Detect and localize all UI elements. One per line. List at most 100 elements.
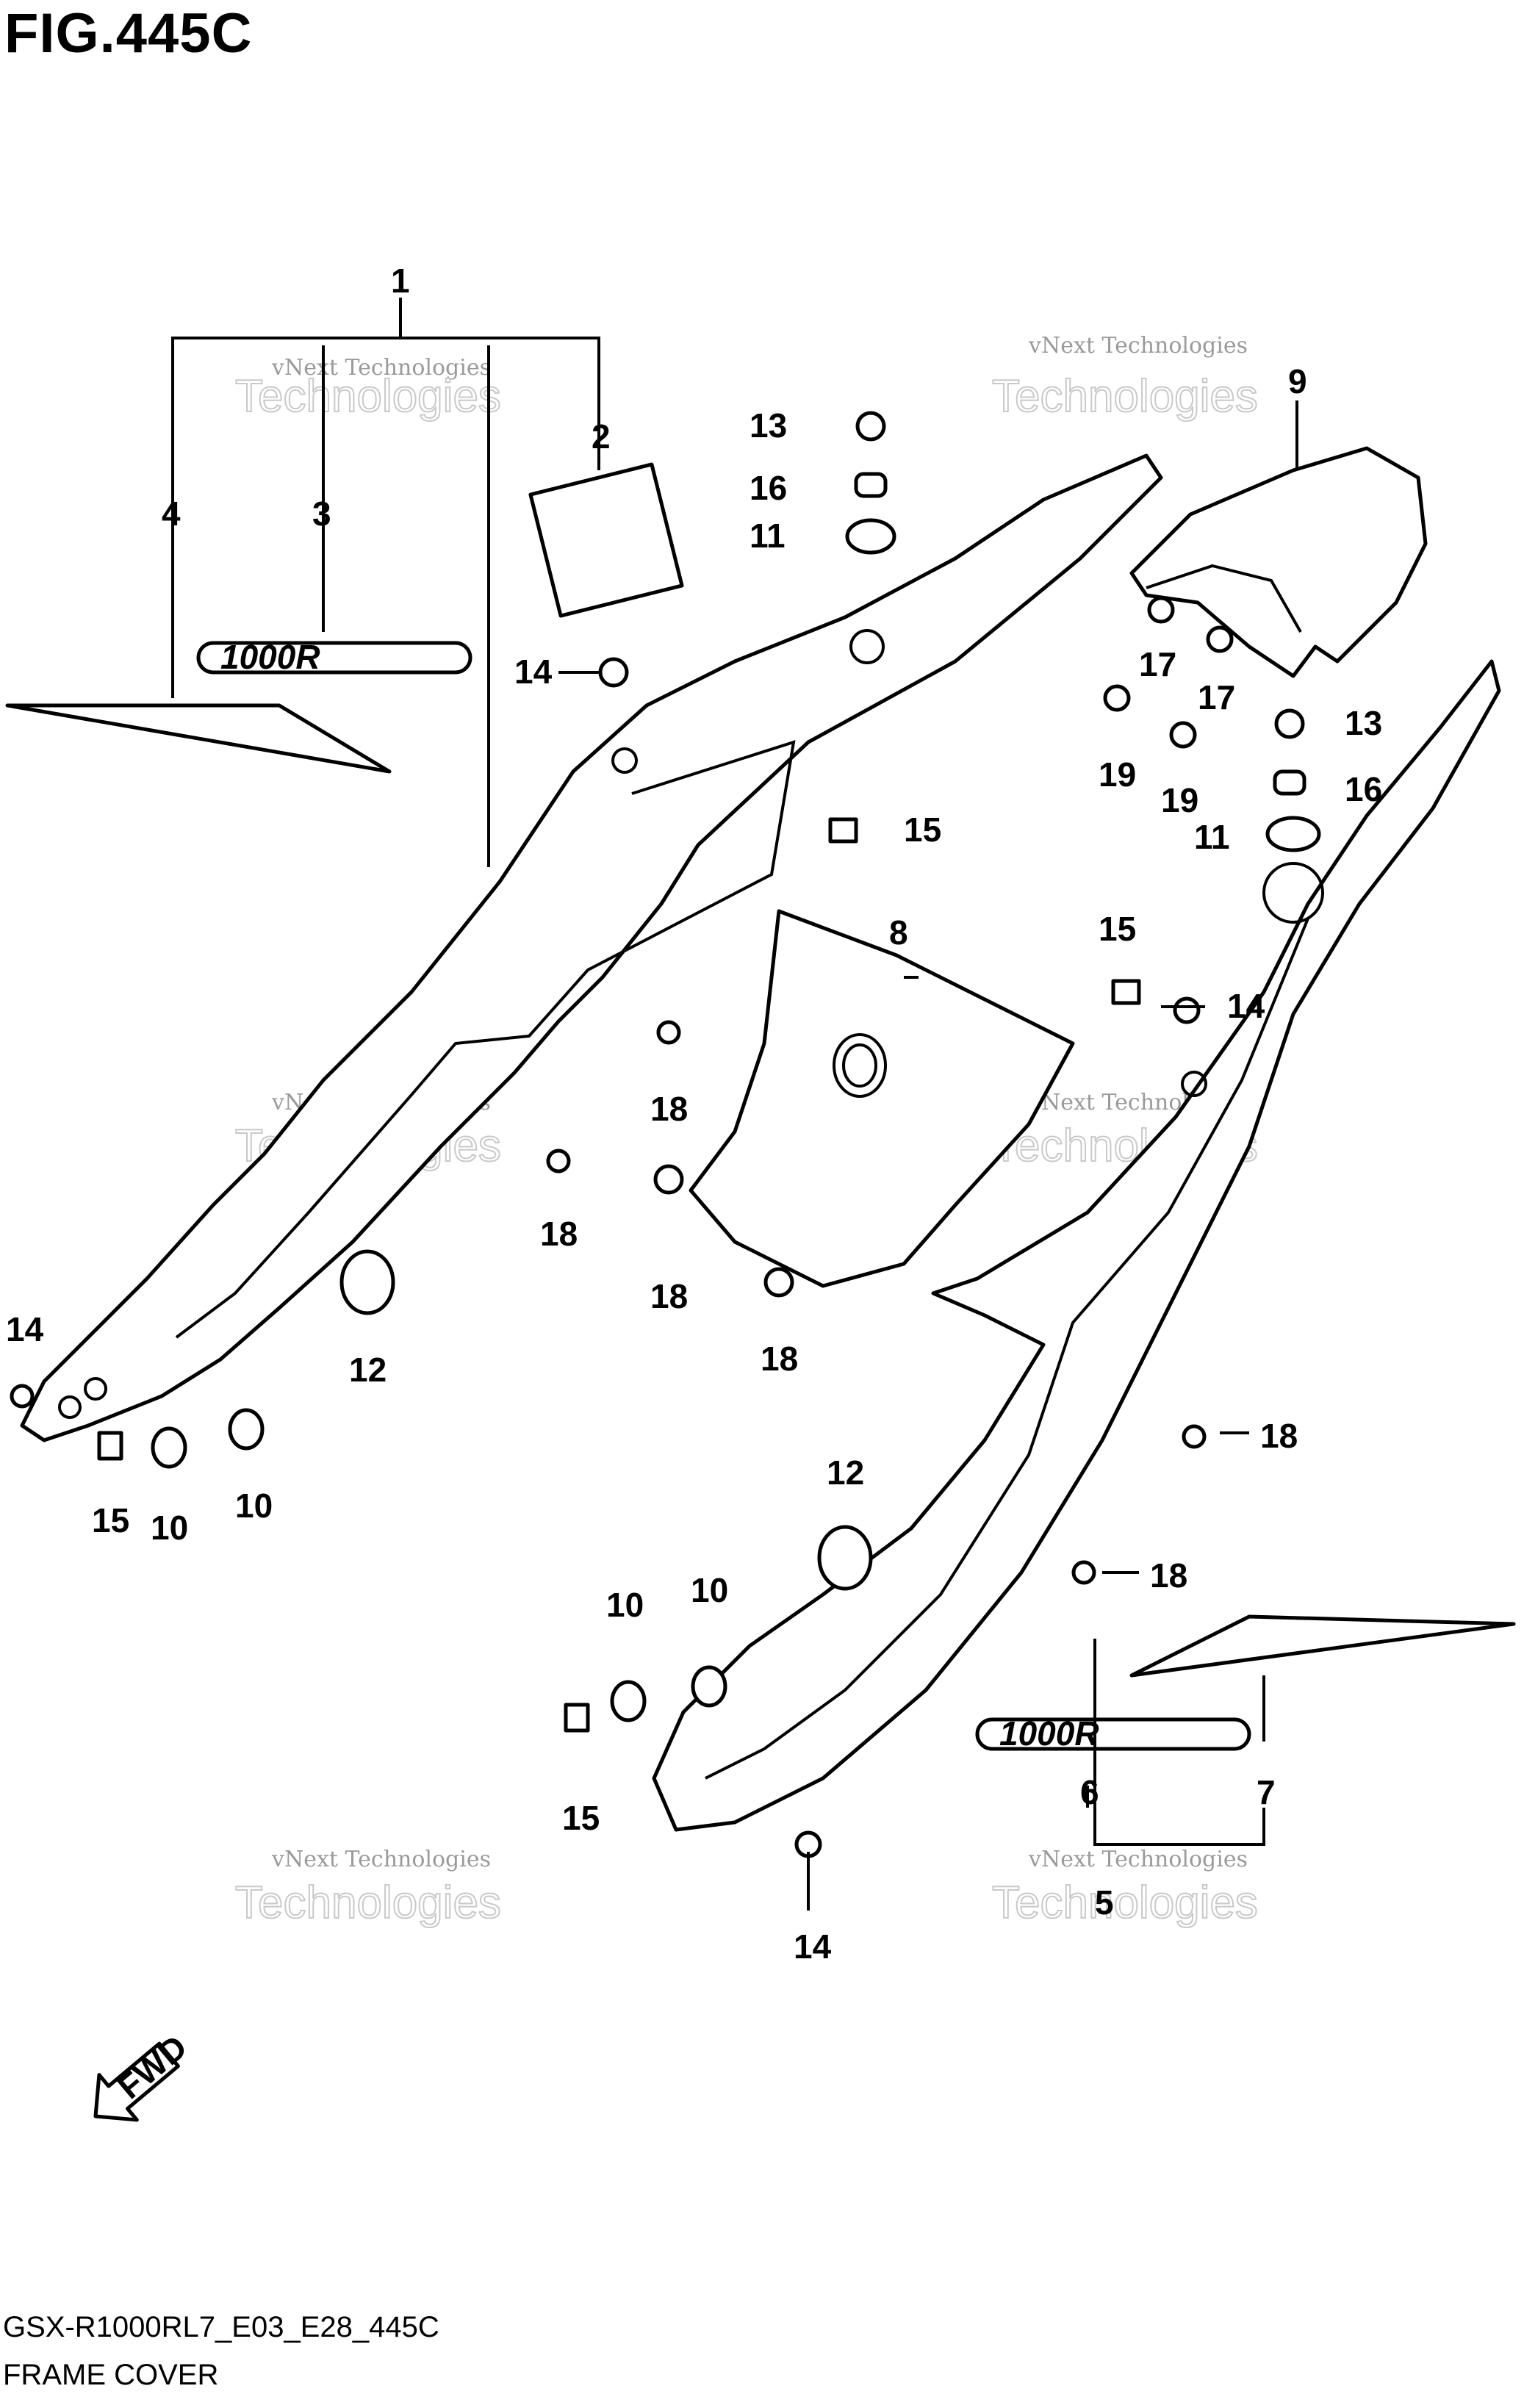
callout-12: 12 — [349, 1351, 387, 1389]
rivet — [1182, 1424, 1207, 1449]
watermark-group: vNext Technologies Technologies vNext Te… — [234, 333, 1259, 1929]
callout-18: 18 — [540, 1215, 578, 1253]
stripe-decal-right — [1129, 1614, 1516, 1678]
seat-cowl-inner — [1146, 564, 1302, 633]
left-frame-cover — [20, 453, 1163, 1442]
mount-hole — [849, 629, 885, 664]
mount-hole — [1262, 862, 1324, 924]
callout-10: 10 — [235, 1487, 273, 1525]
callout-15: 15 — [1099, 910, 1136, 948]
bolt-head — [10, 1384, 35, 1409]
callout-13: 13 — [750, 406, 787, 445]
callout-19: 19 — [1161, 781, 1198, 819]
callout-11: 11 — [1194, 818, 1230, 856]
bolt-head — [855, 411, 886, 442]
figure-name: FRAME COVER — [3, 2359, 219, 2391]
leader-lines — [171, 298, 1298, 1911]
callout-5: 5 — [1095, 1883, 1114, 1922]
callout-18: 18 — [1150, 1556, 1187, 1595]
callout-18: 18 — [650, 1277, 688, 1315]
callout-3: 3 — [312, 495, 331, 533]
model-code: GSX-R1000RL7_E03_E28_445C — [3, 2311, 439, 2343]
watermark-text: Technologies — [235, 371, 501, 422]
callout-16: 16 — [1345, 770, 1382, 808]
callout-4: 4 — [162, 495, 181, 533]
center-cover-hole — [833, 1033, 887, 1098]
callout-17: 17 — [1139, 645, 1176, 683]
cushion — [151, 1426, 187, 1469]
cushion — [691, 1665, 727, 1708]
callout-16: 16 — [750, 469, 787, 507]
callout-6: 6 — [1080, 1773, 1099, 1811]
callout-18: 18 — [761, 1340, 798, 1378]
callout-2: 2 — [592, 417, 611, 456]
rivet — [656, 1020, 681, 1045]
callout-14: 14 — [1227, 987, 1265, 1025]
collar — [1273, 769, 1306, 796]
bolt-head — [1103, 684, 1131, 712]
callout-13: 13 — [1345, 704, 1382, 742]
callout-11: 11 — [750, 517, 786, 555]
watermark-text: Technologies — [992, 1877, 1258, 1928]
bolt-head — [1169, 721, 1197, 749]
collar — [854, 472, 888, 498]
callout-8: 8 — [889, 913, 908, 952]
watermark-text: vNext Technologies — [271, 1847, 491, 1872]
callout-labels: 1 2 3 4 5 6 7 8 9 10 10 10 10 11 11 12 1… — [6, 262, 1382, 1966]
damper — [817, 1525, 873, 1591]
callout-17: 17 — [1198, 678, 1235, 716]
figure-title: FIG.445C — [4, 2, 253, 65]
cushion — [228, 1408, 265, 1451]
right-frame-cover-inner-edge — [705, 918, 1309, 1780]
mount-hole — [611, 747, 638, 774]
rivet — [653, 1164, 684, 1195]
watermark-text: Technologies — [992, 371, 1258, 422]
cap — [1147, 596, 1175, 624]
watermark-text: vNext Technologies — [271, 355, 491, 381]
forward-arrow: FWD — [93, 2027, 194, 2122]
callout-10: 10 — [691, 1571, 728, 1609]
callout-10: 10 — [606, 1586, 644, 1624]
callout-18: 18 — [650, 1090, 688, 1128]
damper — [339, 1249, 395, 1315]
rivet — [546, 1149, 571, 1174]
callout-7: 7 — [1257, 1773, 1276, 1811]
callout-15: 15 — [562, 1799, 600, 1837]
clip-nut — [828, 817, 858, 844]
callout-12: 12 — [827, 1453, 864, 1492]
bolt-head — [1274, 708, 1305, 739]
grommet — [845, 518, 896, 555]
plate-decal — [528, 462, 684, 618]
callout-14: 14 — [514, 653, 553, 691]
emblem-decal-left — [196, 641, 472, 675]
callout-10: 10 — [151, 1509, 188, 1547]
bolt-head — [1173, 996, 1201, 1024]
fasteners — [10, 411, 1321, 1858]
mount-hole — [58, 1395, 82, 1419]
emblem-text: 1000R — [220, 638, 320, 676]
callout-14: 14 — [794, 1927, 832, 1966]
grommet — [1265, 816, 1321, 852]
callout-14: 14 — [6, 1310, 44, 1348]
callout-1: 1 — [391, 262, 410, 300]
callout-15: 15 — [904, 811, 941, 849]
center-cover-hole-inner — [842, 1043, 877, 1088]
rear-seat-cowl — [1129, 446, 1428, 678]
callout-9: 9 — [1288, 362, 1307, 400]
center-cover — [689, 909, 1075, 1288]
watermark-text: Technologies — [235, 1877, 501, 1928]
watermark-text: vNext Technologies — [1028, 333, 1248, 359]
clip-nut — [1111, 979, 1141, 1005]
emblem-decal-right — [975, 1717, 1251, 1751]
mount-hole — [1181, 1071, 1207, 1097]
bolt-head — [598, 657, 629, 688]
callout-15: 15 — [92, 1501, 129, 1539]
clip-nut — [97, 1431, 123, 1461]
cushion — [610, 1680, 647, 1722]
callout-19: 19 — [1099, 755, 1136, 794]
cap — [1206, 625, 1234, 653]
emblem-text: 1000R — [999, 1714, 1099, 1753]
stripe-decal-left — [5, 703, 392, 774]
rivet — [763, 1267, 794, 1298]
